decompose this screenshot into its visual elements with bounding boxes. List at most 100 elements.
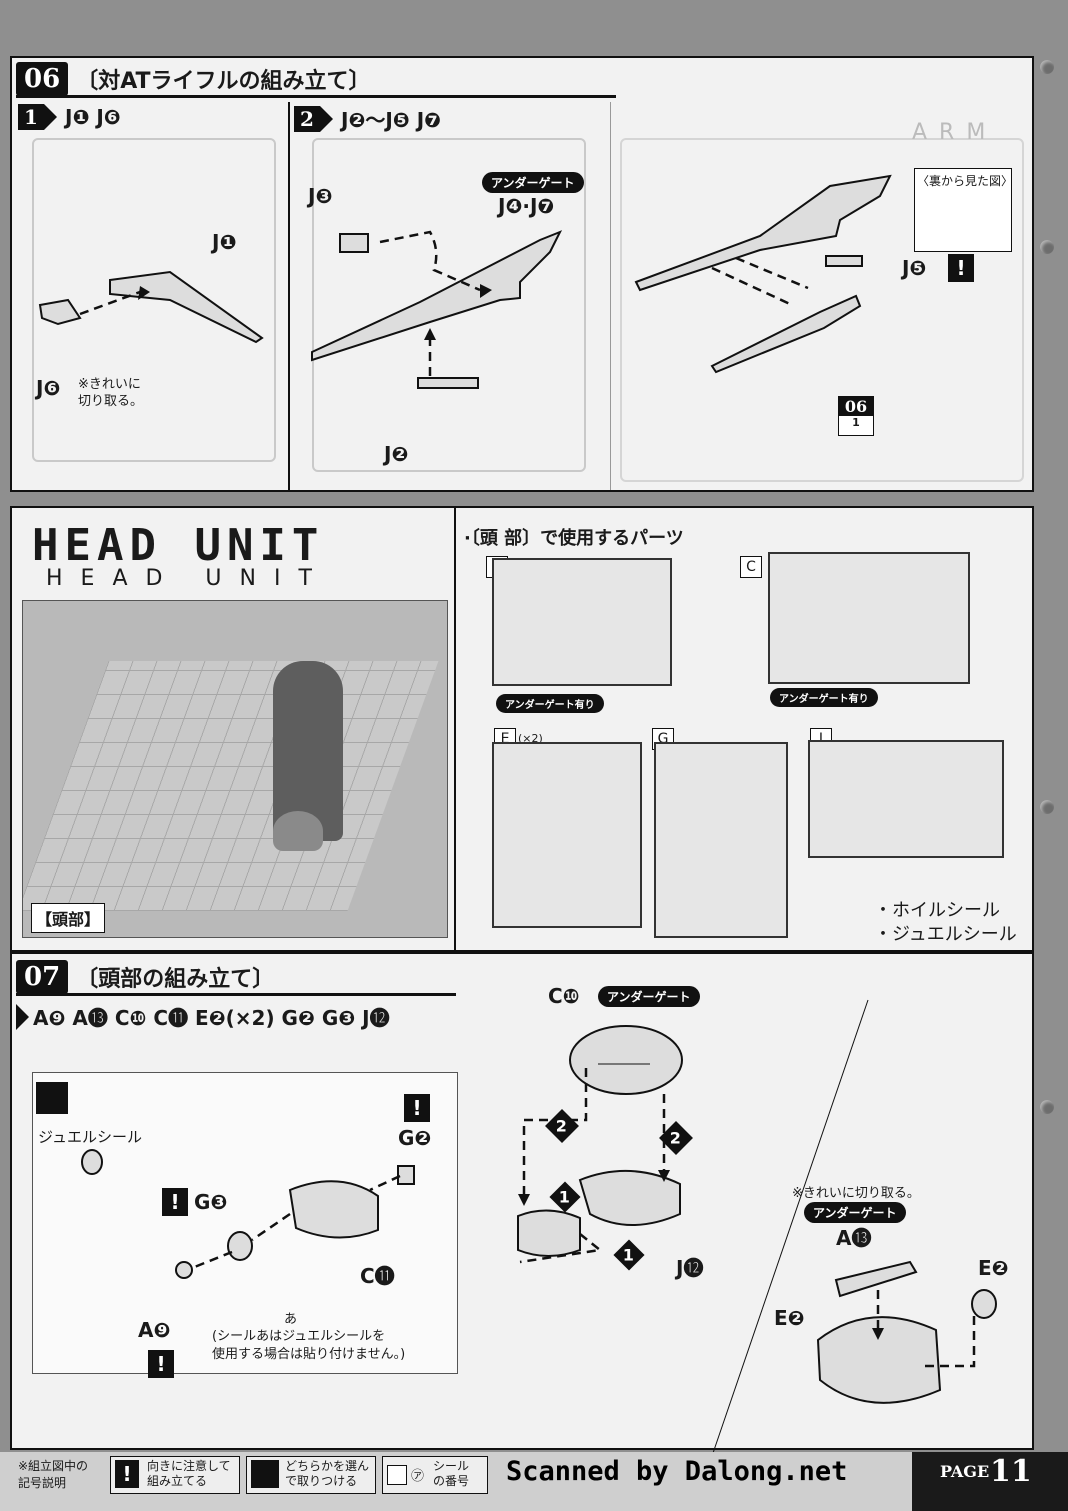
part-g3 — [227, 1231, 253, 1261]
under-gate-badge: アンダーゲート — [598, 986, 700, 1007]
rivet — [1040, 800, 1054, 814]
seal-mark: あ — [284, 1312, 298, 1327]
label-g3: G❸ — [194, 1190, 228, 1214]
legend-1-text: 向きに注意して 組み立てる — [147, 1459, 231, 1488]
step-reference-number: 06 — [839, 397, 873, 416]
head-assembled — [816, 1316, 942, 1404]
seal-jewel: ・ジュエルシール — [874, 924, 1017, 945]
rifle-sub — [710, 294, 862, 374]
footer: ※組立図中の 記号説明 ! 向きに注意して 組み立てる どちらかを選ん で取りつ… — [0, 1452, 1068, 1511]
order-marker-2b-text: 2 — [670, 1128, 682, 1148]
under-gate-badge: アンダーゲート — [482, 172, 584, 193]
arrowhead — [518, 1194, 530, 1206]
part-g2 — [397, 1165, 415, 1185]
part-j3 — [339, 233, 369, 253]
arrow-line — [711, 266, 791, 306]
label-j2: J❷ — [384, 442, 409, 466]
head-unit-subtitle: HEAD UNIT — [46, 566, 330, 591]
label-j6: J❻ — [36, 376, 61, 400]
step-07-parts: A❾ A⓭ C❿ C⓫ E❷(×2) G❷ G❸ J⓬ — [16, 1002, 390, 1031]
caution-icon: ! — [148, 1350, 174, 1378]
ghost-runner — [32, 138, 276, 462]
runner-a — [492, 558, 672, 686]
rivet — [1040, 1100, 1054, 1114]
arrowhead — [424, 328, 436, 340]
label-j3: J❸ — [308, 184, 333, 208]
cockpit-part — [273, 661, 343, 841]
reverse-view-box: 〈裏から見た図〉 — [914, 168, 1014, 252]
arrow-line — [191, 1250, 233, 1270]
arrow-line — [369, 1174, 401, 1192]
part-j12 — [578, 1169, 681, 1226]
label-g2: G❷ — [398, 1126, 432, 1150]
arrowhead — [658, 1170, 670, 1182]
step-07-parts-list: A❾ A⓭ C❿ C⓫ E❷(×2) G❷ G❸ J⓬ — [33, 1006, 390, 1030]
legend-item-2: どちらかを選ん で取りつける — [246, 1456, 376, 1494]
part-j5 — [825, 255, 863, 267]
choice-icon — [36, 1082, 68, 1114]
part-c10 — [569, 1025, 683, 1095]
page-number: 11 — [990, 1454, 1032, 1489]
substep-1-parts: J❶ J❻ — [65, 105, 121, 129]
divider — [454, 508, 456, 952]
ghost-runner — [620, 138, 1024, 482]
kit-photo: 【頭部】 — [22, 600, 448, 938]
clean-cut-note: ※きれいに切り取る。 — [792, 1186, 920, 1201]
jewel-seal-label: ジュエルシール — [38, 1128, 142, 1146]
arrowhead — [480, 284, 492, 298]
order-marker-1b-text: 1 — [623, 1245, 635, 1265]
part-c11-ring — [517, 1209, 581, 1257]
legend-title: ※組立図中の 記号説明 — [18, 1459, 89, 1490]
stylized-title: HEAD UNIT — [32, 520, 325, 571]
choice-icon — [251, 1460, 279, 1488]
substep-2: 2 J❷～J❺ J❼ — [294, 104, 441, 133]
divider — [610, 102, 611, 490]
label-j12: J⓬ — [676, 1256, 704, 1280]
label-a9: A❾ — [138, 1318, 171, 1342]
runner-c-label: C — [740, 556, 762, 578]
label-e2-right: E❷ — [978, 1256, 1009, 1280]
substep-1-number: 1 — [18, 104, 44, 130]
ghost-text: ARM — [912, 120, 998, 145]
runner-c-note: アンダーゲート有り — [770, 688, 878, 707]
runner-a-note: アンダーゲート有り — [496, 694, 604, 713]
runner-e-note: (×2) — [518, 732, 543, 745]
step-06-number: 06 — [16, 62, 69, 96]
arrowhead — [138, 286, 150, 300]
step-07-title-bar: 07 〔頭部の組み立て〕 — [16, 958, 456, 996]
arrow-line — [379, 230, 481, 292]
legend-item-3: ㋐ シール の番号 — [382, 1456, 488, 1494]
note-j6: ※きれいに 切り取る。 — [78, 377, 144, 409]
legend-3-mark: ㋐ — [411, 1469, 425, 1484]
step-06-panel: 06 〔対ATライフルの組み立て〕 1 J❶ J❻ 2 J❷～J❺ J❼ ARM… — [10, 56, 1034, 492]
part-c11 — [288, 1180, 379, 1239]
reverse-view-label: 〈裏から見た図〉 — [917, 174, 1014, 188]
runner-c — [768, 552, 970, 684]
part-j6 — [38, 298, 82, 326]
caution-icon: ! — [162, 1188, 188, 1216]
label-c11: C⓫ — [360, 1264, 395, 1288]
head-part — [273, 811, 323, 851]
rifle-body — [311, 230, 563, 362]
rivet — [1040, 240, 1054, 254]
page-badge: PAGE 11 — [912, 1452, 1068, 1511]
step-reference-sub: 1 — [852, 416, 860, 429]
caution-icon: ! — [115, 1460, 139, 1488]
part-a9 — [175, 1261, 193, 1279]
step-07-title: 〔頭部の組み立て〕 — [76, 967, 275, 992]
step-06-title-bar: 06 〔対ATライフルの組み立て〕 — [16, 60, 616, 98]
legend-2-text: どちらかを選ん で取りつける — [285, 1459, 370, 1488]
runner-g — [654, 742, 788, 938]
ghost-runner — [312, 138, 586, 472]
label-c10: C❿ — [548, 984, 580, 1008]
photo-caption: 【頭部】 — [31, 903, 106, 933]
legend-item-1: ! 向きに注意して 組み立てる — [110, 1456, 240, 1494]
step-06-title: 〔対ATライフルの組み立て〕 — [76, 69, 371, 94]
part-a13 — [834, 1260, 918, 1298]
page-label: PAGE — [940, 1462, 990, 1481]
step-07-panel: 07 〔頭部の組み立て〕 A❾ A⓭ C❿ C⓫ E❷(×2) G❷ G❸ J⓬… — [10, 952, 1034, 1450]
label-j1: J❶ — [212, 230, 237, 254]
arrow-line — [79, 290, 141, 316]
head-unit-panel: HEAD UNIT HEAD UNIT 【頭部】 ·〔頭 部〕で使用するパーツ … — [10, 506, 1034, 952]
order-marker-2-text: 2 — [556, 1116, 568, 1136]
